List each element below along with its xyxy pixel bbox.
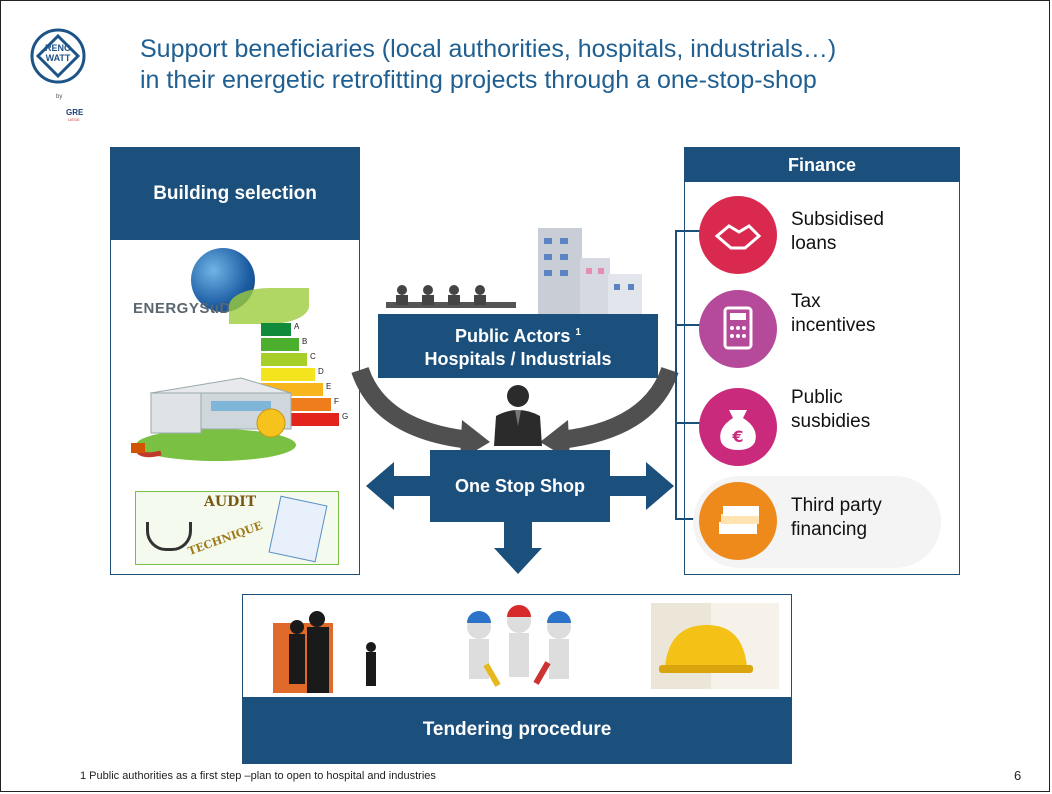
class-a: A	[294, 322, 300, 331]
audit-word: AUDIT	[204, 494, 257, 510]
audit-technique-image: AUDIT TECHNIQUE	[135, 491, 339, 565]
helmet-plans-image	[651, 603, 779, 689]
finance-item-3-line2: susbidies	[791, 411, 871, 432]
slide-title: Support beneficiaries (local authorities…	[140, 34, 1020, 96]
finance-item-4-line1: Third party	[791, 495, 882, 516]
handshake-icon	[699, 196, 777, 274]
footnote: 1 Public authorities as a first step –pl…	[80, 770, 436, 782]
finance-item-subsidised-loans: Subsidised loans	[685, 190, 945, 286]
page-number: 6	[1014, 768, 1022, 783]
logo-brand: GRE	[66, 108, 84, 117]
footnote-marker: 1	[575, 327, 581, 338]
public-actors-box: Public Actors 1 Hospitals / Industrials	[378, 314, 658, 378]
building-illustration	[131, 353, 301, 463]
energysud-logo: ENERGYSuD	[133, 300, 231, 317]
finance-item-2-line1: Tax	[791, 291, 821, 312]
finance-panel: Finance Subsidised loans Tax incentives …	[675, 147, 960, 575]
logo-text-top: RENO	[44, 43, 71, 53]
class-c: C	[310, 352, 316, 361]
finance-item-tax-incentives: Tax incentives	[685, 286, 945, 382]
class-f: F	[334, 397, 339, 406]
banknotes-icon	[699, 482, 777, 560]
bracket-tick-1	[675, 324, 705, 326]
finance-item-third-party-financing: Third party financing	[685, 474, 945, 570]
one-stop-shop-label: One Stop Shop	[455, 475, 585, 496]
finance-item-3-line1: Public	[791, 387, 843, 408]
energy-label-chart: A B C D E F G	[261, 322, 351, 433]
tendering-panel: Tendering procedure	[242, 594, 792, 764]
title-line-1: Support beneficiaries (local authorities…	[140, 35, 837, 63]
finance-header: Finance	[685, 148, 959, 182]
building-selection-header: Building selection	[111, 148, 359, 240]
class-e: E	[326, 382, 332, 391]
tendering-header: Tendering procedure	[243, 697, 791, 763]
title-line-2: in their energetic retrofitting projects…	[140, 66, 817, 94]
calculator-icon	[699, 290, 777, 368]
finance-header-text: Finance	[787, 154, 857, 175]
meeting-illustration	[386, 280, 516, 320]
building-selection-panel: Building selection ENERGYSuD A B C D E F…	[110, 147, 360, 575]
workers-silhouette-image	[273, 603, 383, 693]
tendering-label: Tendering procedure	[422, 719, 612, 740]
finance-item-public-subsidies: € Public susbidies	[685, 382, 945, 478]
stethoscope-icon	[146, 522, 192, 551]
class-b: B	[302, 337, 308, 346]
class-g: G	[342, 412, 349, 421]
logo-by: by	[56, 94, 63, 100]
money-bag-icon: €	[699, 388, 777, 466]
finance-item-2-line2: incentives	[791, 315, 876, 336]
technique-word: TECHNIQUE	[186, 518, 265, 559]
building-selection-header-text: Building selection	[153, 183, 317, 204]
logo-text-bottom: WATT	[45, 53, 71, 63]
finance-item-1-line1: Subsidised	[791, 209, 884, 230]
finance-item-1-line2: loans	[791, 233, 837, 254]
public-actors-line2: Hospitals / Industrials	[424, 349, 612, 369]
svg-text:€: €	[731, 427, 743, 446]
businessman-icon	[488, 384, 548, 446]
logo-brand-sub: LIEGE	[68, 117, 80, 122]
city-buildings-illustration	[534, 228, 644, 320]
renowatt-logo: RENO WATT by GRE LIEGE	[26, 24, 122, 132]
finance-item-4-line2: financing	[791, 519, 868, 540]
finance-bracket	[675, 230, 705, 520]
public-actors-line1: Public Actors	[455, 326, 571, 346]
one-stop-shop-box: One Stop Shop	[430, 450, 610, 522]
clipboard-icon	[268, 495, 328, 563]
team-tools-image	[439, 603, 599, 693]
class-d: D	[318, 367, 324, 376]
leaf-icon	[229, 288, 309, 324]
bracket-tick-2	[675, 422, 705, 424]
